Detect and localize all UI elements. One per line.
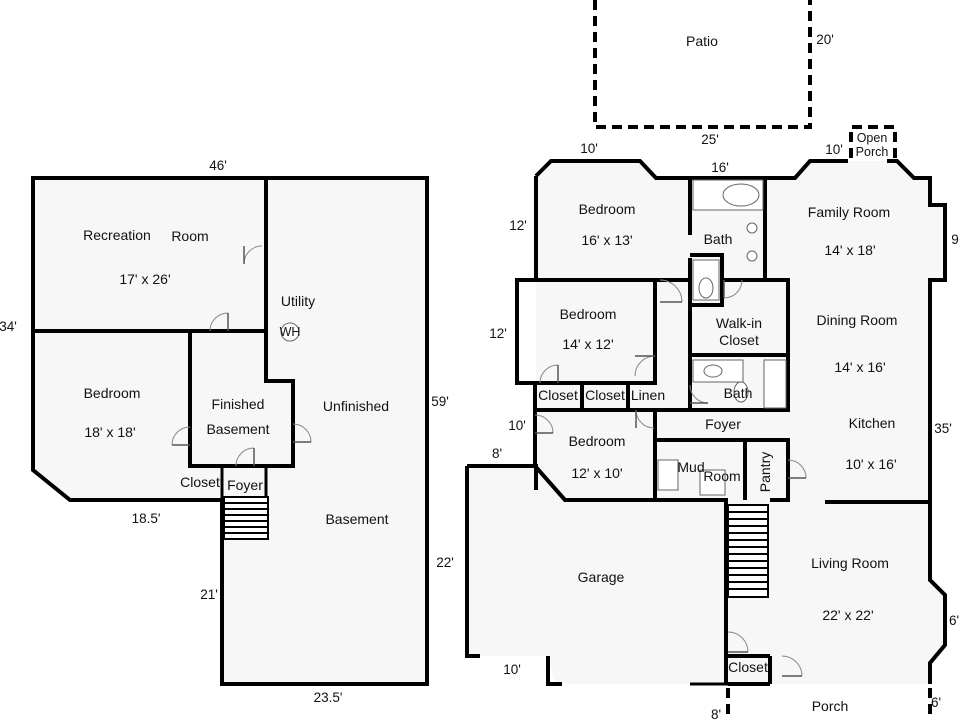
unfinished-basement-label-1: Unfinished	[323, 398, 389, 414]
bath-fixtures	[657, 179, 787, 496]
basement-dim-lower-left: 21'	[200, 587, 218, 602]
basement-doors	[171, 245, 312, 467]
porch-label: Porch	[812, 698, 849, 714]
walkin-closet-label-2: Closet	[719, 332, 759, 348]
dim-top-mid: 16'	[711, 160, 729, 175]
basement-dim-ledge: 18.5'	[132, 511, 161, 526]
kitchen-size: 10' x 16'	[845, 456, 896, 472]
open-porch-label-1: Open	[857, 131, 888, 145]
patio-label: Patio	[686, 33, 718, 49]
sink-icon	[746, 222, 758, 234]
toilet-icon	[733, 381, 749, 403]
basement-plan: WH Recreation Room 17' x 26' Bedroom 18'…	[0, 158, 454, 705]
patio-outline	[593, 0, 812, 129]
bath-mid-label: Bath	[724, 385, 753, 401]
dim-garage-bottom: 10'	[503, 662, 521, 677]
basement-bedroom-label: Bedroom	[84, 385, 141, 401]
linen-label: Linen	[631, 387, 665, 403]
basement-stairs	[223, 496, 269, 540]
dim-patio-bottom: 25'	[701, 132, 719, 147]
closet-a-label: Closet	[538, 387, 578, 403]
dining-room-size: 14' x 16'	[834, 359, 885, 375]
foyer-label: Foyer	[705, 416, 741, 432]
bedroom-mid-size: 14' x 12'	[562, 336, 613, 352]
basement-bedroom-size: 18' x 18'	[84, 424, 135, 440]
kitchen-label: Kitchen	[849, 415, 896, 431]
living-room-size: 22' x 22'	[822, 607, 873, 623]
basement-foyer-label: Foyer	[227, 477, 263, 493]
bedroom-mid-label: Bedroom	[560, 306, 617, 322]
bedroom-top-size: 16' x 13'	[581, 232, 632, 248]
toilet-icon	[698, 277, 714, 299]
bathtub-icon	[722, 183, 760, 207]
basement-outer-wall	[31, 176, 429, 686]
basement-closet-label: Closet	[180, 474, 220, 490]
dining-room-label: Dining Room	[817, 312, 898, 328]
dim-bedroom-top-left: 12'	[509, 218, 527, 233]
dim-right-c: 6'	[949, 613, 959, 628]
main-floor-plan: Patio Open Porch Bedroom 16' x 13' Bath …	[465, 0, 959, 720]
open-porch-outline	[849, 125, 897, 158]
dim-garage-top: 8'	[492, 446, 502, 461]
recreation-room-label-2: Room	[171, 228, 208, 244]
closet-b-label: Closet	[585, 387, 625, 403]
living-room-label: Living Room	[811, 555, 889, 571]
closet-c-label: Closet	[728, 659, 768, 675]
bedroom-top-label: Bedroom	[579, 201, 636, 217]
sink-icon	[746, 250, 758, 262]
unfinished-basement-label-2: Basement	[325, 511, 388, 527]
mud-room-label-2: Room	[703, 468, 740, 484]
bath-top-label: Bath	[704, 231, 733, 247]
sink-icon	[703, 364, 723, 378]
basement-dim-lower-right: 22'	[436, 555, 454, 570]
basement-dim-right: 59'	[431, 394, 449, 409]
family-room-label: Family Room	[808, 204, 890, 220]
finished-basement-label-2: Basement	[206, 421, 269, 437]
main-floor-outer-wall	[534, 159, 947, 684]
porch-outline	[726, 688, 932, 720]
basement-dim-left: 34'	[0, 319, 17, 334]
recreation-room-size: 17' x 26'	[119, 271, 170, 287]
dim-top-left: 10'	[580, 141, 598, 156]
garage-label: Garage	[578, 569, 625, 585]
dim-porch-left: 8'	[711, 707, 721, 720]
basement-dim-bottom: 23.5'	[314, 690, 343, 705]
family-room-size: 14' x 18'	[824, 242, 875, 258]
basement-dim-top: 46'	[209, 158, 227, 173]
walkin-closet-label-1: Walk-in	[716, 315, 762, 331]
dim-bedroom-low-left: 10'	[508, 418, 526, 433]
dim-right-a: 9	[951, 232, 959, 247]
open-porch-label-2: Porch	[856, 145, 889, 159]
water-heater-label: WH	[280, 325, 301, 339]
mud-room-label-1: Mud	[677, 459, 704, 475]
water-heater-icon	[280, 322, 300, 342]
recreation-room-label-1: Recreation	[83, 227, 151, 243]
dim-open-porch: 10'	[825, 142, 843, 157]
finished-basement-label-1: Finished	[212, 396, 265, 412]
pantry-label: Pantry	[757, 452, 773, 492]
dim-right-b: 35'	[934, 421, 952, 436]
dim-porch-right: 6'	[931, 695, 941, 710]
bedroom-low-label: Bedroom	[569, 433, 626, 449]
main-stairs	[727, 504, 769, 598]
main-doors	[534, 279, 807, 677]
bedroom-low-size: 12' x 10'	[571, 465, 622, 481]
shower-icon	[763, 359, 787, 409]
dim-patio-right: 20'	[816, 32, 834, 47]
utility-label: Utility	[281, 293, 315, 309]
dim-bedroom-mid-left: 12'	[489, 326, 507, 341]
